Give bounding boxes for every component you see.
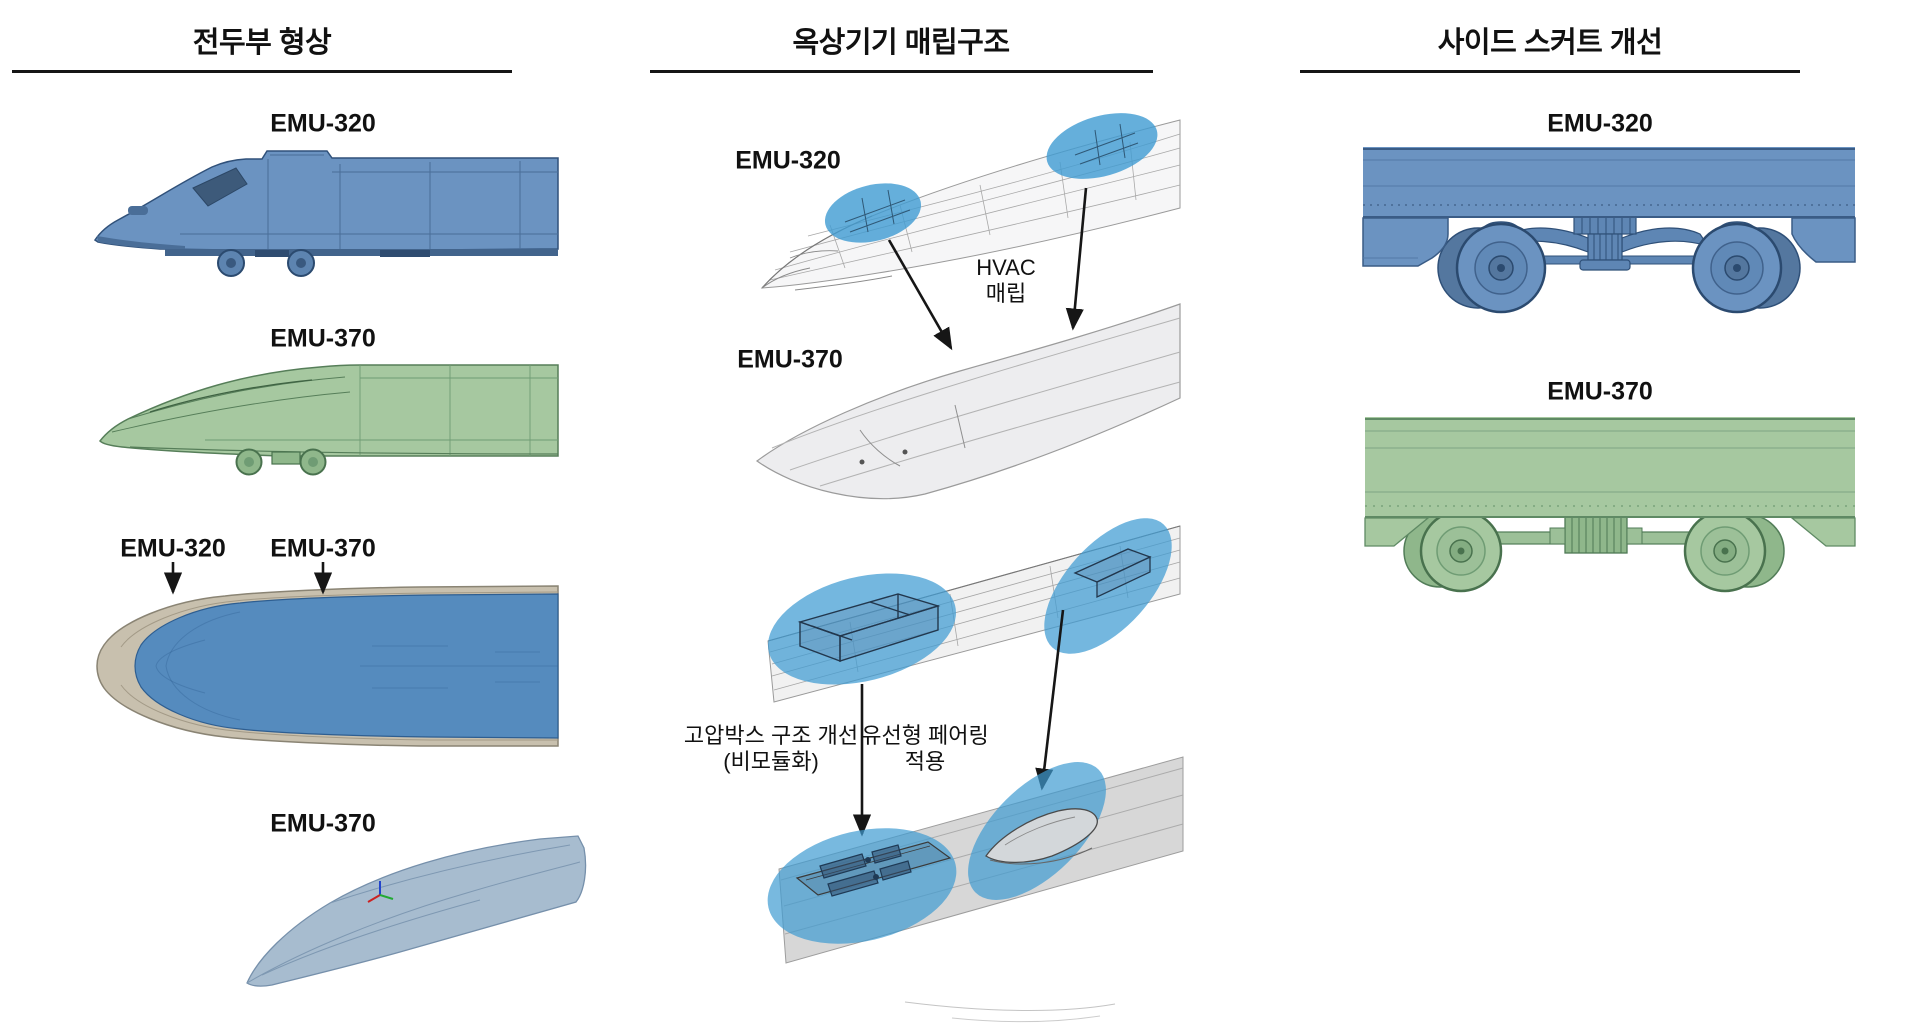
column-title-front-shape: 전두부 형상 [192, 27, 332, 59]
hvac-embedding-arrows [887, 187, 1088, 351]
emu320-wireframe-image [760, 113, 1181, 291]
hv-box-wireframe [797, 593, 941, 663]
emu320-label-bogie-view: EMU-320 [1547, 109, 1653, 138]
emu370-label-plan-view: EMU-370 [270, 534, 376, 563]
title-underline-3 [1300, 70, 1800, 73]
emu370-side-view-image [99, 364, 559, 476]
highlight-ellipse-hvac-front [824, 183, 922, 243]
emu320-label-wireframe: EMU-320 [735, 146, 841, 175]
streamlined-fairing-shape [985, 808, 1098, 865]
column-title-side-skirt: 사이드 스커트 개선 [1437, 27, 1663, 59]
plan-view-pointer-arrows [163, 562, 333, 595]
emu320-bogie-view-image [1362, 147, 1856, 314]
emu370-smooth-body-image [755, 303, 1181, 500]
title-underline-2 [650, 70, 1153, 73]
column-title-roof-equipment: 옥상기기 매립구조 [792, 27, 1011, 59]
cad-axis-icon [367, 881, 394, 903]
hvac-embedding-annotation: HVAC 매립 [976, 255, 1036, 306]
hv-box-improvement-annotation: 고압박스 구조 개선 (비모듈화) [683, 723, 859, 774]
emu320-label-side-view: EMU-320 [270, 109, 376, 138]
roof-smooth-detail-image [767, 756, 1184, 1023]
emu370-bogie-view-image [1364, 417, 1856, 593]
roof-improvement-arrows [852, 609, 1065, 837]
emu370-label-3d-nose: EMU-370 [270, 809, 376, 838]
emu320-label-plan-view: EMU-320 [120, 534, 226, 563]
nose-plan-view-overlay-image [96, 585, 559, 747]
emu320-side-view-image [93, 150, 559, 277]
emu370-label-bogie-view: EMU-370 [1547, 377, 1653, 406]
highlight-ellipse-fairing-area [1044, 518, 1172, 654]
emu370-3d-nose-image [246, 835, 587, 987]
streamlined-fairing-annotation: 유선형 페어링 적용 [861, 723, 989, 774]
emu370-label-smooth-body: EMU-370 [737, 345, 843, 374]
highlight-ellipse-hvac-rear [1046, 113, 1158, 179]
roof-wireframe-detail-image [767, 518, 1181, 703]
title-underline-1 [12, 70, 512, 73]
emu370-label-side-view: EMU-370 [270, 324, 376, 353]
embedded-equipment-tray [795, 841, 952, 897]
